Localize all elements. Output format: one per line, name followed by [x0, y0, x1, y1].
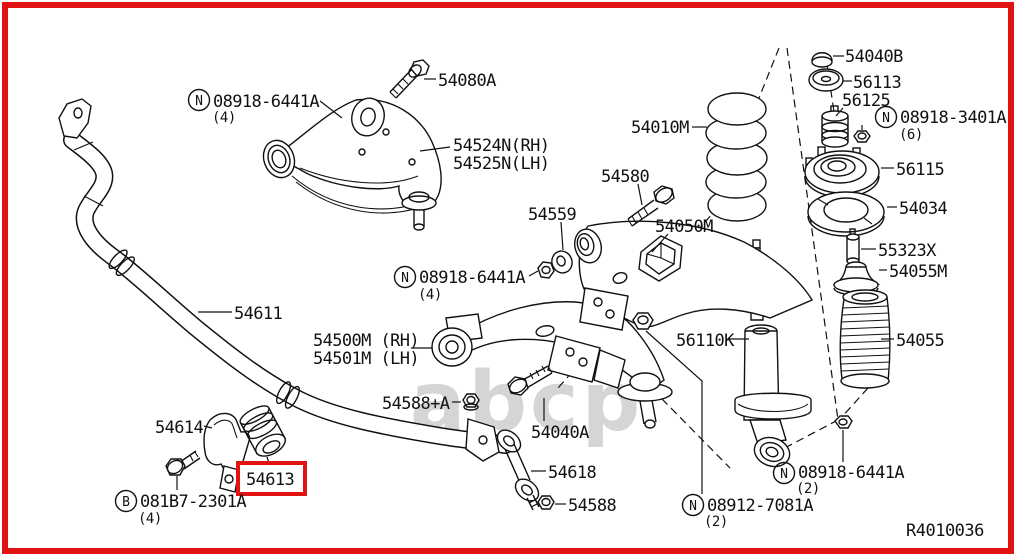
label-mount-nut: N 08918-3401A (6)	[874, 105, 1007, 143]
link-lower-nut-drawing	[537, 495, 555, 510]
lower-arm-bolt-54040A-drawing	[507, 365, 553, 396]
svg-text:(2): (2)	[796, 481, 820, 497]
prefix-n-icon: N	[401, 271, 409, 286]
label-54055: 54055	[896, 331, 944, 351]
svg-text:(2): (2)	[704, 514, 728, 530]
dust-boot-drawing	[839, 289, 891, 389]
label-54580: 54580	[601, 167, 650, 187]
label-54611: 54611	[234, 304, 283, 324]
label-56110K: 56110K	[676, 331, 735, 351]
bump-rubber-54055M	[832, 261, 881, 296]
diagram-ref-code: R4010036	[906, 521, 984, 541]
label-56125: 56125	[842, 91, 890, 111]
label-54613: 54613	[246, 470, 294, 490]
rebound-bumper-55323X	[846, 228, 860, 265]
highlight-box	[236, 461, 307, 496]
upper-arm-bolt-drawing	[389, 59, 430, 99]
label-54588A: 54588+A	[382, 394, 450, 414]
clamp-bolt-drawing	[165, 450, 201, 476]
label-54588: 54588	[568, 496, 617, 516]
stabilizer-mounting-drawing	[165, 405, 287, 493]
label-54559: 54559	[528, 205, 577, 225]
arm-washer-54559-drawing	[551, 250, 573, 274]
label-54614: 54614	[155, 418, 204, 438]
link-upper-nut-drawing	[462, 393, 480, 411]
upper-control-arm-drawing	[262, 59, 442, 231]
label-54501M: 54501M (LH)	[313, 349, 419, 369]
stabilizer-link-drawing	[462, 393, 555, 511]
svg-text:(6): (6)	[899, 127, 923, 143]
svg-text:(4): (4)	[138, 511, 162, 527]
label-54500M: 54500M (RH)	[313, 331, 419, 351]
balljoint-nut-drawing	[632, 312, 654, 330]
spring-lower-seat-54050M-drawing	[638, 235, 683, 282]
coil-spring-drawing	[705, 92, 768, 222]
label-54618: 54618	[548, 463, 597, 483]
label-54080A: 54080A	[438, 71, 496, 91]
prefix-n-icon: N	[195, 94, 203, 109]
nut-08918-3401A	[853, 125, 871, 143]
label-54010M: 54010M	[631, 118, 689, 138]
strut-mount-56115	[804, 146, 880, 198]
label-54055M: 54055M	[889, 262, 947, 282]
svg-text:08918-6441A: 08918-6441A	[798, 463, 904, 483]
lower-control-arm-drawing	[431, 185, 814, 429]
svg-text:(4): (4)	[212, 110, 236, 126]
prefix-n-icon: N	[780, 467, 788, 482]
highlighted-part-label: 54613	[236, 461, 307, 496]
svg-text:08918-3401A: 08918-3401A	[900, 108, 1006, 128]
shock-eye-nut	[834, 415, 853, 429]
arm-bolt-54580-drawing	[627, 185, 675, 227]
svg-text:08918-6441A: 08918-6441A	[419, 268, 525, 288]
svg-text:(4): (4)	[418, 287, 442, 303]
label-clamp-bolt: B 081B7-2301A (4)	[114, 489, 247, 527]
svg-text:081B7-2301A: 081B7-2301A	[140, 492, 246, 512]
label-shock-eye-nut: N 08918-6441A (2)	[772, 461, 905, 497]
label-54034: 54034	[899, 199, 948, 219]
stab-clamp-54614-drawing	[203, 412, 251, 493]
label-54040A: 54040A	[531, 423, 589, 443]
svg-text:08918-6441A: 08918-6441A	[213, 92, 319, 112]
insulator-56125	[821, 105, 849, 148]
prefix-b-icon: B	[122, 495, 130, 510]
label-54050M: 54050M	[655, 217, 713, 237]
lower-arm-nut-drawing	[537, 261, 555, 279]
label-54040B: 54040B	[845, 47, 903, 67]
part-labels: 54080A N 08918-6441A (4) 54524N(RH) 5452…	[114, 47, 1007, 541]
upper-balljoint-drawing	[401, 191, 437, 231]
lower-arm-front-bushing	[573, 228, 603, 264]
label-balljoint-nut: N 08912-7081A (2)	[681, 493, 814, 530]
prefix-n-icon: N	[882, 111, 890, 126]
stab-bushing-54613-drawing	[239, 405, 287, 457]
cap-nut-54040B	[811, 56, 833, 68]
label-lower-arm-nut: N 08918-6441A (4)	[393, 265, 526, 303]
label-upper-arm-nut: N 08918-6441A (4)	[187, 88, 320, 126]
label-54525N: 54525N(LH)	[453, 154, 549, 174]
label-55323X: 55323X	[878, 241, 937, 261]
spring-seat-54034	[807, 191, 885, 237]
label-56113: 56113	[853, 73, 901, 93]
stabilizer-bar-drawing	[58, 98, 514, 454]
lower-balljoint-drawing	[617, 372, 673, 429]
svg-text:08912-7081A: 08912-7081A	[707, 496, 813, 516]
label-54524N: 54524N(RH)	[453, 136, 549, 156]
strut-mount-stack-drawing	[804, 52, 885, 296]
label-56115: 56115	[896, 160, 944, 180]
prefix-n-icon: N	[689, 499, 697, 514]
washer-56113	[808, 68, 844, 92]
